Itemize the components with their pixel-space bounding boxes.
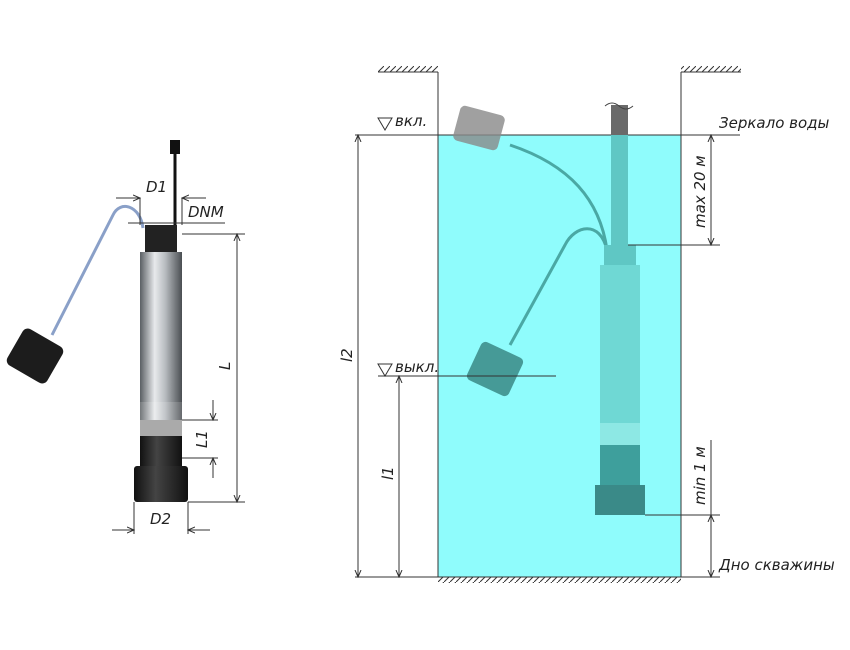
float-switch [6, 328, 64, 384]
l1-depth-label: l1 [379, 466, 397, 480]
on-level-label: вкл. [395, 112, 427, 130]
on-level-marker-icon [377, 117, 393, 131]
float-on-position [453, 105, 505, 151]
l2-label: l2 [338, 348, 356, 362]
d1-label: D1 [146, 178, 167, 196]
water-surface-label: Зеркало воды [719, 114, 830, 132]
intake-grille [140, 420, 182, 436]
float-cable [50, 204, 145, 336]
plug [170, 140, 180, 154]
well-dimensions: вкл. выкл. l2 l1 max 20 м min 1 м Зеркал… [338, 112, 835, 577]
pump-dimensions: D1 DNM L L1 D2 [112, 178, 245, 534]
well-drawing [355, 66, 741, 583]
l1-label: L1 [193, 430, 211, 448]
submerged-pump [600, 265, 640, 423]
d2-label: D2 [150, 510, 171, 528]
off-level-marker-icon [377, 363, 393, 377]
well-bottom-label: Дно скважины [718, 556, 835, 574]
float-cable-upper [509, 143, 609, 251]
float-off-position [466, 341, 524, 397]
l-label: L [216, 362, 234, 370]
pump-body [140, 252, 182, 402]
off-level-label: выкл. [395, 358, 439, 376]
pump-drawing [6, 140, 188, 502]
float-cable-lower [508, 227, 609, 346]
min-clearance-label: min 1 м [691, 446, 709, 505]
max-depth-label: max 20 м [691, 155, 709, 228]
dnm-label: DNM [188, 203, 224, 221]
